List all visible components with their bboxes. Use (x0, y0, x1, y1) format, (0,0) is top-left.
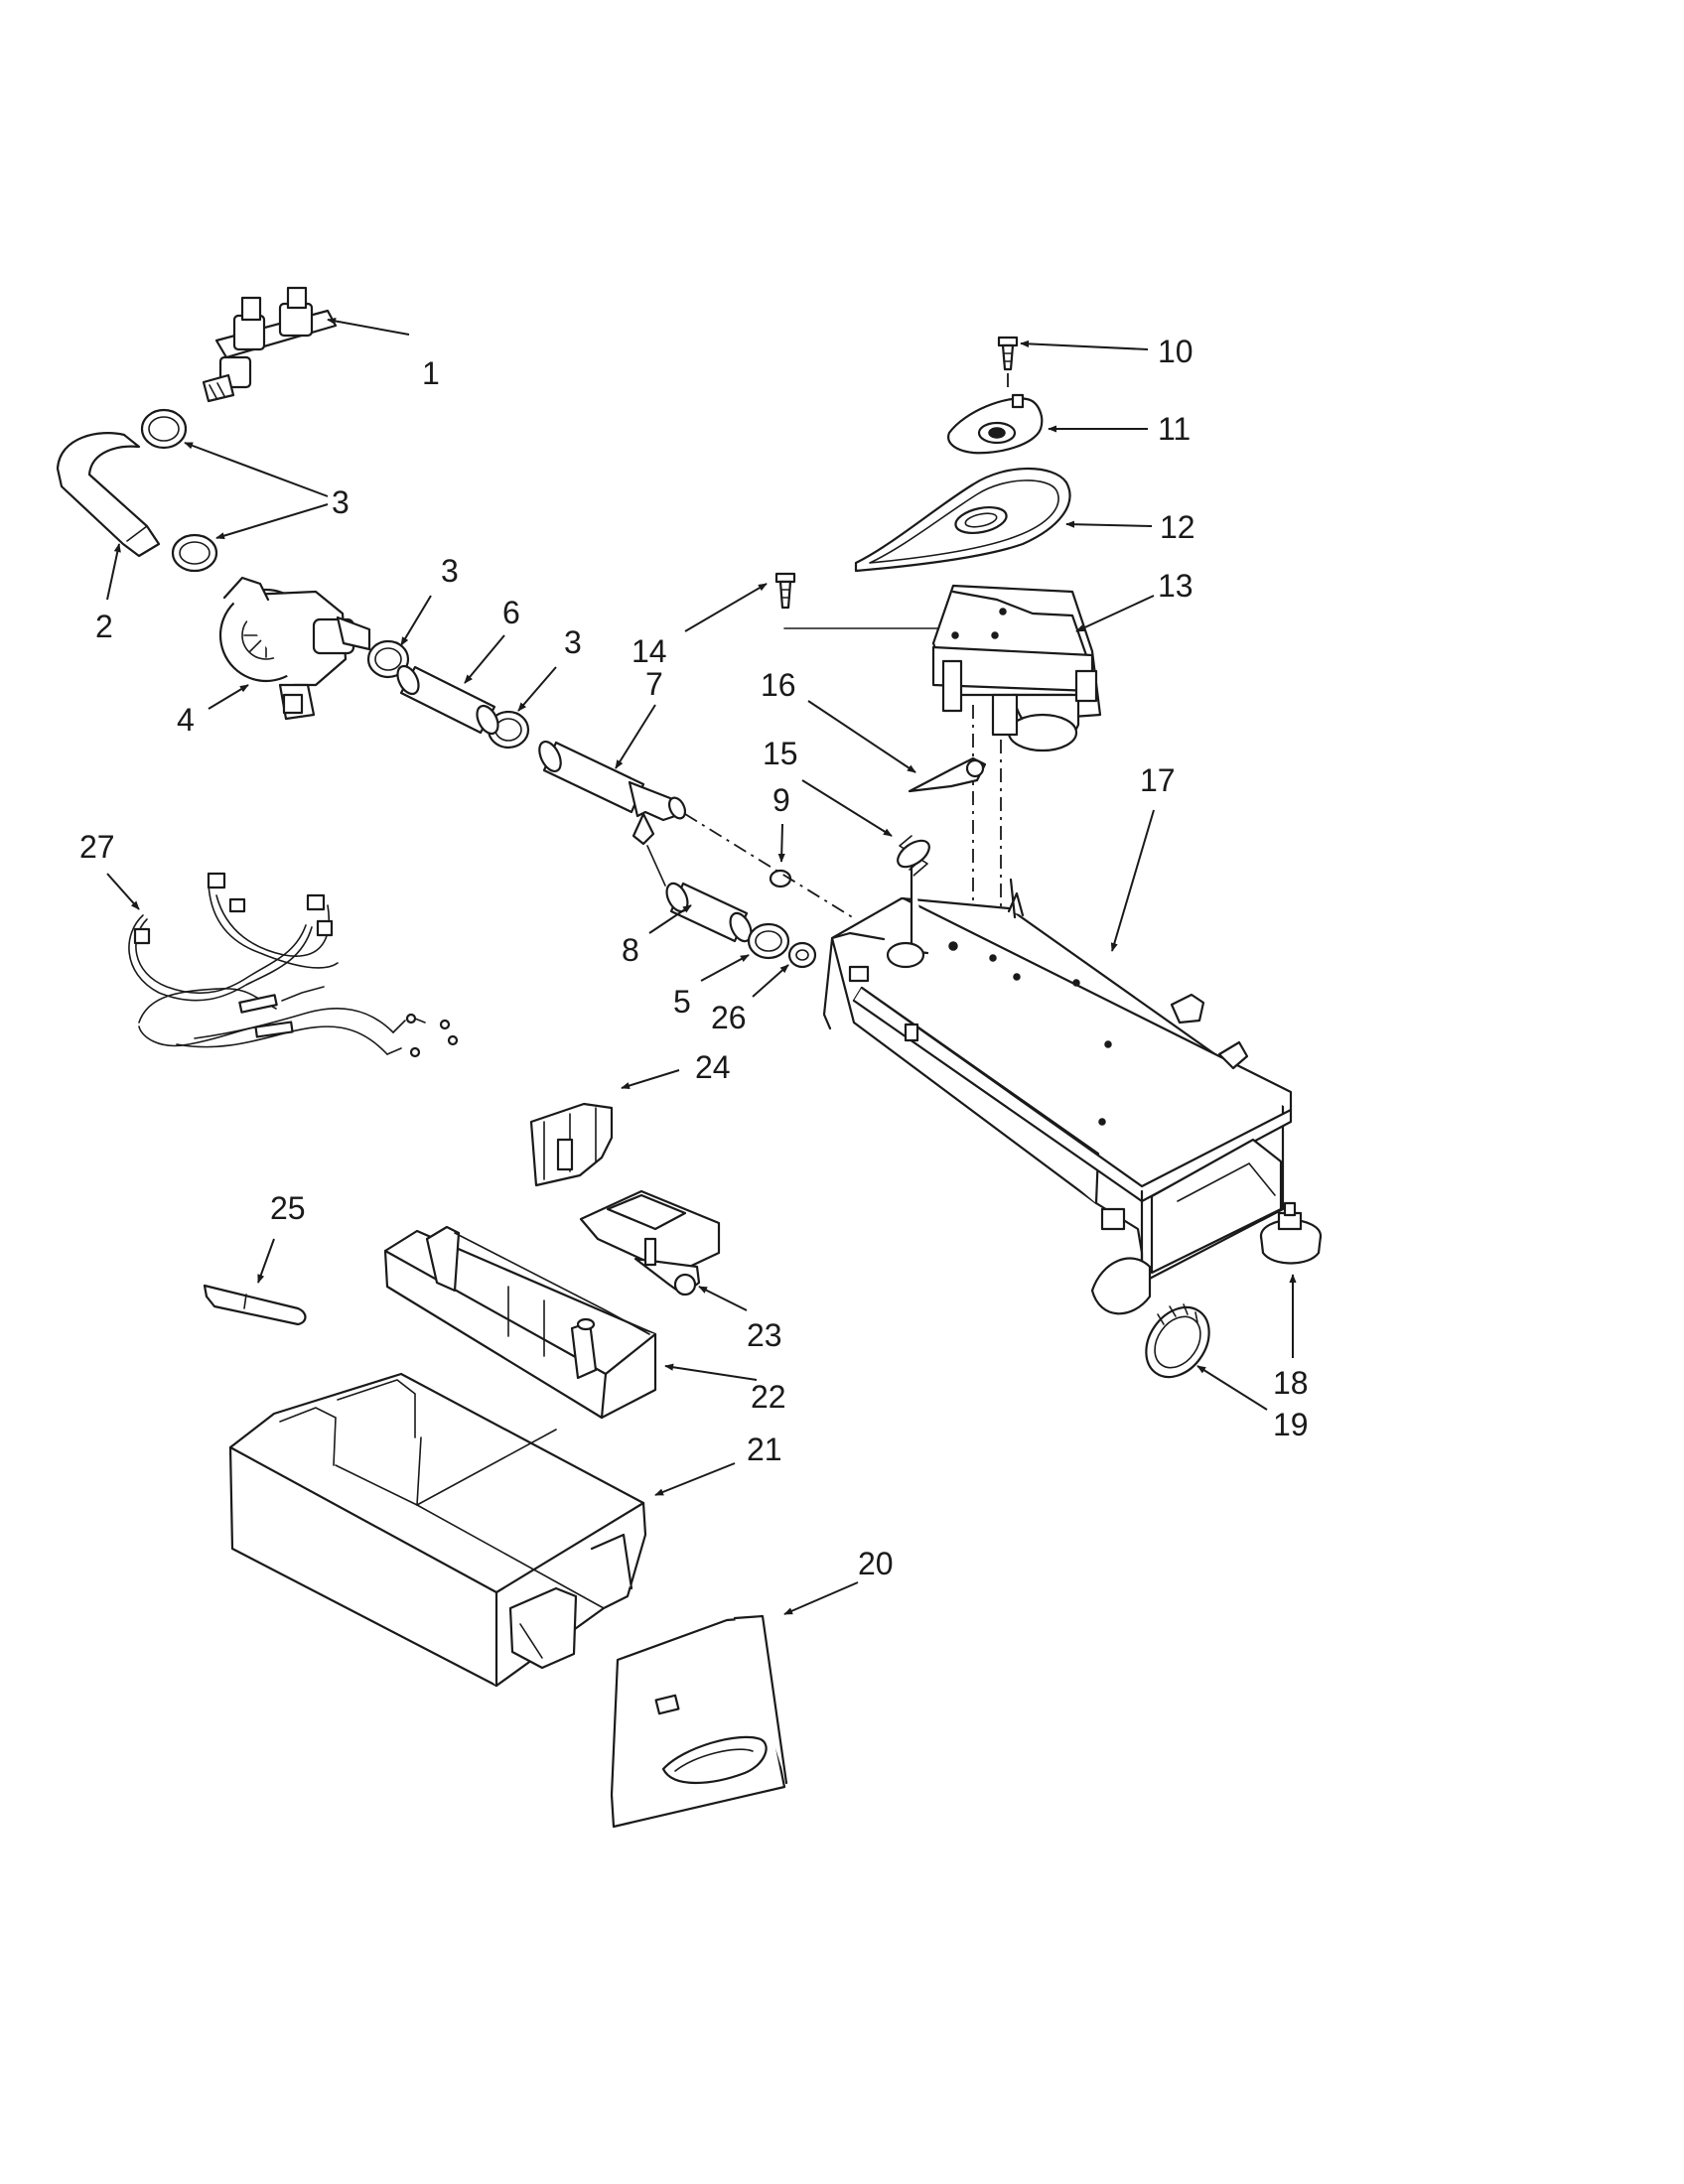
part-22-drawer-insert (383, 1225, 657, 1420)
leader-13 (1075, 595, 1155, 632)
callout-2: 2 (95, 609, 113, 644)
part-9-o-ring (769, 869, 792, 888)
callout-6: 6 (502, 595, 520, 630)
leader-3c (400, 595, 432, 646)
callout-19: 19 (1273, 1407, 1309, 1442)
callout-22: 22 (751, 1379, 786, 1415)
part-17-dispenser-housing (822, 864, 1293, 1315)
callout-8: 8 (622, 932, 639, 968)
callout-3c: 3 (564, 624, 582, 660)
leader-27 (106, 873, 140, 910)
leader-7 (615, 704, 656, 769)
callout-15: 15 (763, 736, 798, 771)
part-1-water-valve (202, 286, 338, 403)
part-27-wire-harness (128, 872, 459, 1058)
callout-27: 27 (79, 829, 115, 865)
callout-26: 26 (711, 1000, 747, 1035)
part-6-hose (396, 664, 499, 736)
callout-21: 21 (747, 1432, 782, 1467)
leader-3d (517, 666, 557, 712)
callout-20: 20 (858, 1546, 894, 1581)
callout-5: 5 (673, 984, 691, 1020)
part-8-short-hose (665, 882, 753, 943)
part-2-inlet-hose (56, 432, 161, 558)
part-11-cap (947, 393, 1044, 455)
callout-4: 4 (177, 702, 195, 738)
part-16-lever (908, 756, 987, 793)
part-10-screw (997, 336, 1019, 393)
hose-clamp-3a (140, 408, 188, 450)
callout-9: 9 (772, 782, 790, 818)
callout-16: 16 (761, 667, 796, 703)
leader-19 (1196, 1365, 1268, 1411)
part-7-tee-hose (538, 740, 687, 846)
callout-3a: 3 (332, 484, 350, 520)
leader-24 (621, 1069, 680, 1090)
leader-22 (664, 1363, 758, 1381)
leader-14 (684, 583, 768, 632)
part-14-screw (774, 572, 796, 610)
callout-7: 7 (645, 666, 663, 702)
leader-4 (208, 684, 249, 710)
leader-26 (752, 964, 789, 998)
callout-labels: 1 2 3 3 3 4 5 6 7 8 9 10 11 12 13 14 15 … (79, 334, 1309, 1581)
leader-1 (327, 317, 410, 336)
leader-23 (698, 1286, 748, 1311)
leader-12 (1065, 520, 1153, 528)
part-21-drawer (228, 1372, 647, 1688)
leader-10 (1020, 340, 1149, 350)
callout-18: 18 (1273, 1365, 1309, 1401)
callout-23: 23 (747, 1317, 782, 1353)
leader-lines (106, 317, 1297, 1615)
leader-15 (801, 779, 893, 837)
part-26-grommet (787, 941, 817, 969)
leader-8 (648, 904, 692, 934)
part-18-pressure-switch (1259, 1201, 1323, 1265)
part-25-clip (203, 1284, 307, 1326)
leader-3a (184, 442, 329, 497)
callout-1: 1 (422, 355, 440, 391)
leader-5 (700, 954, 750, 982)
callout-11: 11 (1158, 411, 1191, 447)
hose-clamp-3b (171, 533, 218, 573)
leader-17 (1110, 809, 1155, 952)
callout-3b: 3 (441, 553, 459, 589)
part-4-pump-assembly (218, 576, 371, 721)
leader-6 (464, 634, 505, 684)
callout-17: 17 (1140, 762, 1176, 798)
part-24-bracket (529, 1102, 614, 1187)
leader-3b (215, 503, 329, 540)
hose-clamp-3c (366, 639, 410, 679)
callout-14: 14 (632, 633, 667, 669)
part-20-drawer-front (610, 1614, 788, 1829)
leader-9 (777, 823, 785, 863)
callout-24: 24 (695, 1049, 731, 1085)
part-23-siphon-cap (579, 1189, 721, 1297)
leader-21 (654, 1462, 736, 1496)
part-5-clamp (747, 922, 790, 960)
leader-2 (106, 543, 121, 601)
callout-13: 13 (1158, 568, 1193, 604)
part-12-gasket (854, 468, 1071, 573)
callout-10: 10 (1158, 334, 1193, 369)
part-15-spring (897, 835, 930, 877)
leader-25 (257, 1238, 275, 1284)
leader-16 (807, 700, 916, 773)
part-19-fitting-nut (1145, 1303, 1210, 1379)
part-13-actuator (931, 584, 1102, 752)
callout-12: 12 (1160, 509, 1195, 545)
leader-20 (783, 1581, 859, 1615)
callout-25: 25 (270, 1190, 306, 1226)
